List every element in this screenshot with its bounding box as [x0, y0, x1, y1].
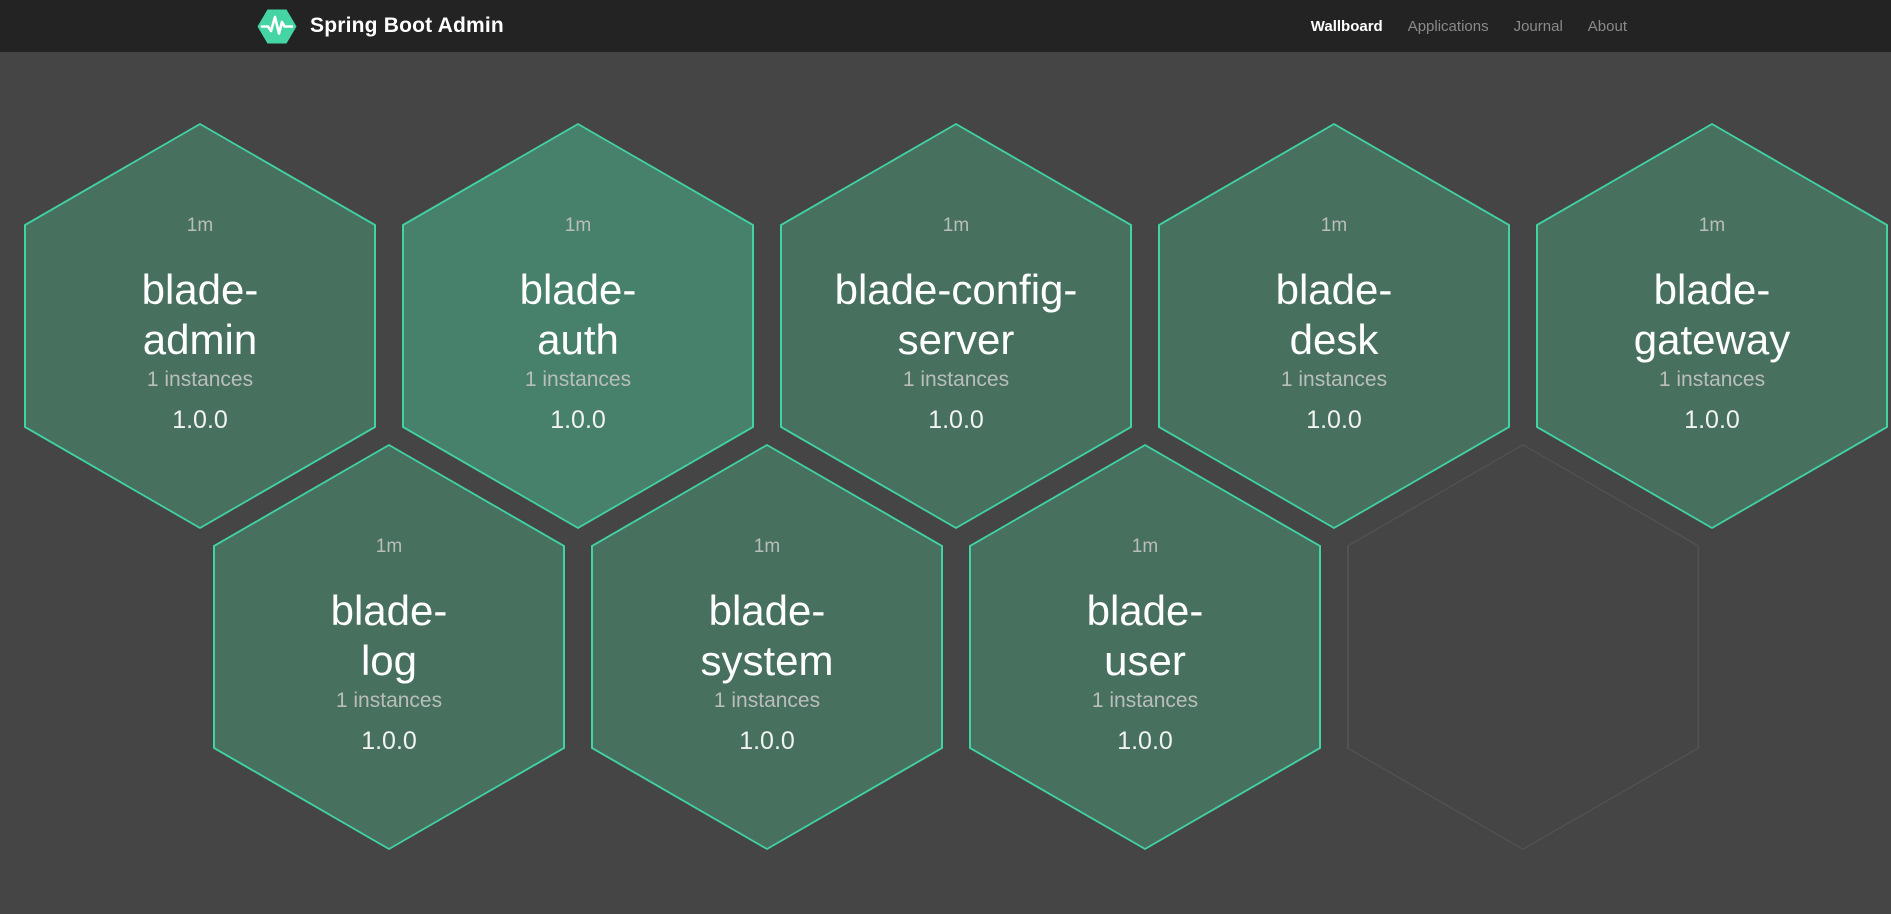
top-navbar: Spring Boot Admin Wallboard Applications…	[0, 0, 1891, 52]
hexagon-fill	[971, 446, 1319, 848]
app-version: 1.0.0	[172, 406, 228, 434]
app-name: blade- admin	[24, 265, 376, 365]
app-uptime: 1m	[753, 536, 781, 557]
app-version: 1.0.0	[1306, 406, 1362, 434]
app-name-line1: blade-	[330, 587, 448, 634]
hexagon-content: 1m blade- auth 1 instances 1.0.0	[402, 213, 754, 437]
app-name-line2: user	[1104, 637, 1186, 684]
app-name-line2: admin	[142, 316, 258, 363]
app-uptime: 1m	[942, 215, 970, 236]
app-hexagon-blade-log[interactable]: 1m blade- log 1 instances 1.0.0	[213, 444, 565, 850]
app-name: blade-config- server	[780, 265, 1132, 365]
app-uptime: 1m	[186, 215, 214, 236]
app-name-line1: blade-	[519, 266, 637, 313]
app-instances: 1 instances	[902, 368, 1010, 391]
app-hexagon-blade-gateway[interactable]: 1m blade- gateway 1 instances 1.0.0	[1536, 123, 1888, 529]
hexagon-content: 1m blade- desk 1 instances 1.0.0	[1158, 213, 1510, 437]
nav-item-about[interactable]: About	[1587, 17, 1627, 35]
app-version: 1.0.0	[361, 727, 417, 755]
app-title: Spring Boot Admin	[310, 14, 504, 37]
app-version: 1.0.0	[1117, 727, 1173, 755]
app-name-line2: gateway	[1633, 316, 1791, 363]
app-instances: 1 instances	[146, 368, 254, 391]
app-instances: 1 instances	[713, 689, 821, 712]
app-hexagon-blade-auth[interactable]: 1m blade- auth 1 instances 1.0.0	[402, 123, 754, 529]
app-name: blade- auth	[402, 265, 754, 365]
app-name-line2: server	[897, 316, 1015, 363]
app-instances: 1 instances	[524, 368, 632, 391]
nav-item-journal[interactable]: Journal	[1513, 17, 1563, 35]
app-name: blade- desk	[1158, 265, 1510, 365]
app-uptime: 1m	[375, 536, 403, 557]
app-instances: 1 instances	[335, 689, 443, 712]
app-instances: 1 instances	[1280, 368, 1388, 391]
hexagon-fill	[1160, 125, 1508, 527]
app-uptime: 1m	[1320, 215, 1348, 236]
nav-item-wallboard[interactable]: Wallboard	[1310, 17, 1383, 35]
hexagon-pulse-icon	[257, 9, 297, 43]
hexagon-content: 1m blade- user 1 instances 1.0.0	[969, 534, 1321, 758]
hexagon-content: 1m blade- admin 1 instances 1.0.0	[24, 213, 376, 437]
app-name: blade- user	[969, 586, 1321, 686]
app-hexagon-blade-system[interactable]: 1m blade- system 1 instances 1.0.0	[591, 444, 943, 850]
app-name-line1: blade-config-	[834, 266, 1078, 313]
app-name-line2: desk	[1289, 316, 1379, 363]
hexagon-content: 1m blade-config- server 1 instances 1.0.…	[780, 213, 1132, 437]
app-name-line2: auth	[537, 316, 619, 363]
app-hexagon-blade-desk[interactable]: 1m blade- desk 1 instances 1.0.0	[1158, 123, 1510, 529]
hexagon-fill	[593, 446, 941, 848]
app-name-line1: blade-	[1653, 266, 1771, 313]
app-name: blade- gateway	[1536, 265, 1888, 365]
app-name-line2: log	[360, 637, 418, 684]
app-name: blade- log	[213, 586, 565, 686]
app-version: 1.0.0	[550, 406, 606, 434]
app-name: blade- system	[591, 586, 943, 686]
app-hexagon-blade-user[interactable]: 1m blade- user 1 instances 1.0.0	[969, 444, 1321, 850]
app-name-line1: blade-	[1275, 266, 1393, 313]
app-hexagon-blade-config-server[interactable]: 1m blade-config- server 1 instances 1.0.…	[780, 123, 1132, 529]
nav-item-applications[interactable]: Applications	[1407, 17, 1489, 35]
app-uptime: 1m	[1698, 215, 1726, 236]
app-version: 1.0.0	[1684, 406, 1740, 434]
app-name-line1: blade-	[141, 266, 259, 313]
main-nav: Wallboard Applications Journal About	[1311, 0, 1627, 52]
app-name-line2: system	[700, 637, 834, 684]
app-name-line1: blade-	[1086, 587, 1204, 634]
app-version: 1.0.0	[739, 727, 795, 755]
brand-link[interactable]: Spring Boot Admin	[257, 0, 504, 52]
hexagon-content: 1m blade- log 1 instances 1.0.0	[213, 534, 565, 758]
hexagon-fill	[782, 125, 1130, 527]
app-instances: 1 instances	[1658, 368, 1766, 391]
empty-hex-slot	[1347, 444, 1699, 850]
app-uptime: 1m	[564, 215, 592, 236]
hexagon-fill	[215, 446, 563, 848]
app-uptime: 1m	[1131, 536, 1159, 557]
hexagon-content: 1m blade- gateway 1 instances 1.0.0	[1536, 213, 1888, 437]
app-name-line1: blade-	[708, 587, 826, 634]
app-hexagon-blade-admin[interactable]: 1m blade- admin 1 instances 1.0.0	[24, 123, 376, 529]
empty-hexagon-fill	[1348, 445, 1698, 849]
app-instances: 1 instances	[1091, 689, 1199, 712]
hexagon-content: 1m blade- system 1 instances 1.0.0	[591, 534, 943, 758]
hexagon-fill	[404, 125, 752, 527]
hexagon-fill	[1538, 125, 1886, 527]
hexagon-fill	[26, 125, 374, 527]
app-version: 1.0.0	[928, 406, 984, 434]
